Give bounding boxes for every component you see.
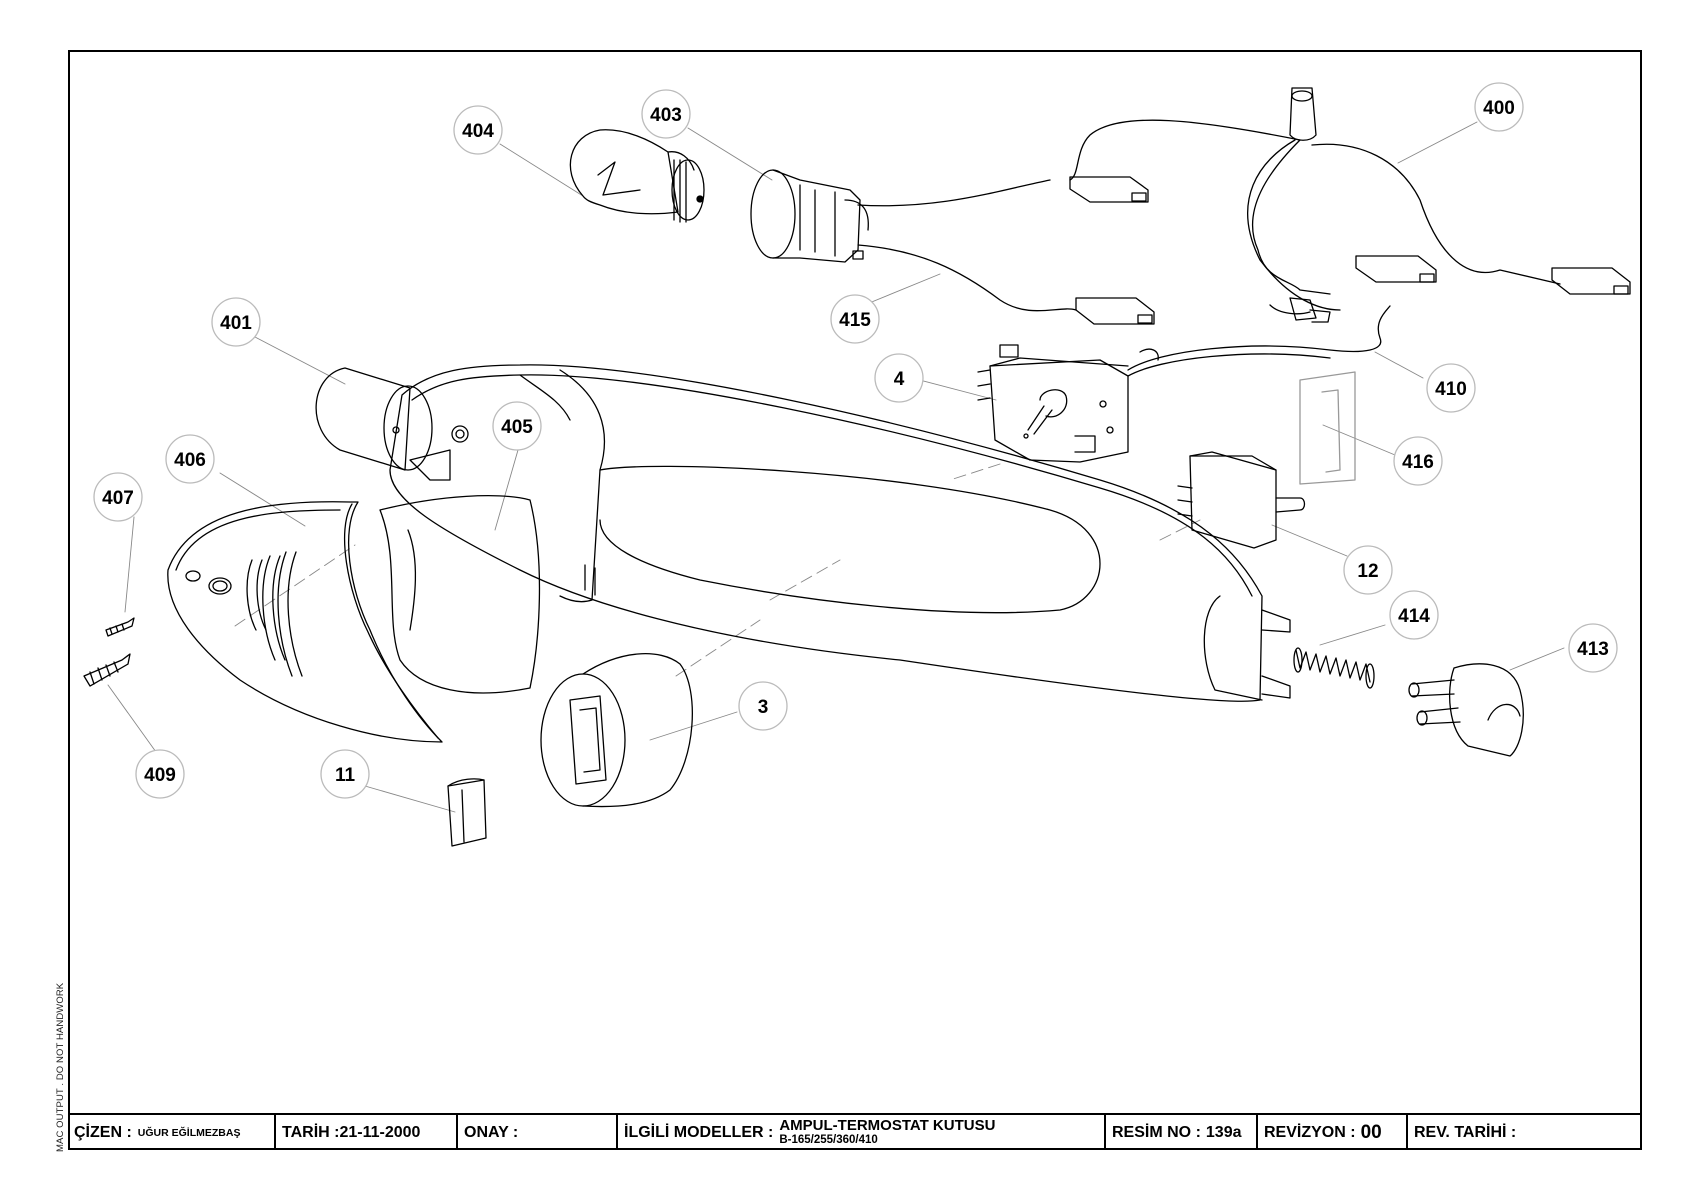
rev-date-label: REV. TARİHİ : xyxy=(1414,1123,1517,1141)
callout-404: 404 xyxy=(453,105,503,155)
wire-harness-400 xyxy=(857,87,1631,325)
date-value: 21-11-2000 xyxy=(339,1123,421,1141)
callout-414: 414 xyxy=(1389,590,1439,640)
revision-label: REVİZYON : xyxy=(1264,1123,1356,1141)
screw-407 xyxy=(105,617,135,637)
drawn-by-cell: ÇİZEN : UĞUR EĞİLMEZBAŞ xyxy=(68,1115,276,1150)
front-cover-406 xyxy=(167,501,443,743)
svg-text:407: 407 xyxy=(102,488,134,509)
callout-406: 406 xyxy=(165,434,215,484)
callout-4: 4 xyxy=(874,353,924,403)
svg-text:404: 404 xyxy=(462,121,494,142)
approval-label: ONAY : xyxy=(464,1123,519,1141)
svg-text:403: 403 xyxy=(650,105,682,126)
callout-413: 413 xyxy=(1568,623,1618,673)
svg-text:413: 413 xyxy=(1577,639,1609,660)
callout-409: 409 xyxy=(135,749,185,799)
socket-403 xyxy=(750,169,869,263)
lens-413 xyxy=(1408,663,1524,757)
models-cell: İLGİLİ MODELLER : AMPUL-TERMOSTAT KUTUSU… xyxy=(618,1115,1106,1150)
drawn-by-value: UĞUR EĞİLMEZBAŞ xyxy=(137,1126,241,1139)
svg-text:415: 415 xyxy=(839,310,871,331)
button-11 xyxy=(447,778,487,847)
drawing-no-cell: RESİM NO : 139a xyxy=(1106,1115,1258,1150)
callout-12: 12 xyxy=(1343,545,1393,595)
callout-11: 11 xyxy=(320,749,370,799)
spring-414 xyxy=(1293,647,1375,689)
revision-cell: REVİZYON : 00 xyxy=(1258,1115,1408,1150)
models-label: İLGİLİ MODELLER : xyxy=(624,1123,774,1141)
svg-text:12: 12 xyxy=(1357,561,1378,582)
svg-text:414: 414 xyxy=(1398,606,1430,627)
svg-text:401: 401 xyxy=(220,313,252,334)
date-cell: TARİH : 21-11-2000 xyxy=(276,1115,458,1150)
drawing-no-label: RESİM NO : xyxy=(1112,1123,1201,1141)
lamp-cover-401 xyxy=(315,367,433,471)
callout-400: 400 xyxy=(1474,82,1524,132)
svg-text:3: 3 xyxy=(758,697,769,718)
rev-date-cell: REV. TARİHİ : xyxy=(1408,1115,1642,1150)
callout-3: 3 xyxy=(738,681,788,731)
drawing-frame xyxy=(68,50,1642,1150)
callout-405: 405 xyxy=(492,401,542,451)
capillary-410 xyxy=(1127,305,1391,377)
thermostat-4 xyxy=(977,344,1129,463)
callouts: 404 403 400 401 415 4 410 406 405 407 41… xyxy=(93,82,1618,799)
svg-text:11: 11 xyxy=(335,765,356,786)
callout-416: 416 xyxy=(1393,436,1443,486)
svg-text:406: 406 xyxy=(174,450,206,471)
callout-403: 403 xyxy=(641,89,691,139)
approval-cell: ONAY : xyxy=(458,1115,618,1150)
svg-text:409: 409 xyxy=(144,765,176,786)
side-note: MAC OUTPUT . DO NOT HANDWORK xyxy=(55,982,66,1152)
part-title: AMPUL-TERMOSTAT KUTUSU xyxy=(779,1116,996,1134)
diffuser-405 xyxy=(379,495,541,694)
svg-text:405: 405 xyxy=(501,417,533,438)
switch-12 xyxy=(1177,451,1306,549)
knob-3 xyxy=(540,653,693,808)
drawing-no-value: 139a xyxy=(1205,1123,1242,1141)
title-block: ÇİZEN : UĞUR EĞİLMEZBAŞ TARİH : 21-11-20… xyxy=(68,1113,1642,1150)
bulb-404 xyxy=(569,129,705,223)
callout-415: 415 xyxy=(830,294,880,344)
date-label: TARİH : xyxy=(282,1123,340,1141)
screw-409 xyxy=(83,653,131,687)
svg-text:416: 416 xyxy=(1402,452,1434,473)
svg-text:400: 400 xyxy=(1483,98,1515,119)
svg-text:4: 4 xyxy=(894,369,905,390)
models-list: B-165/255/360/410 xyxy=(779,1133,878,1146)
drawn-by-label: ÇİZEN : xyxy=(74,1123,132,1141)
models-text: AMPUL-TERMOSTAT KUTUSU B-165/255/360/410 xyxy=(779,1116,996,1147)
revision-value: 00 xyxy=(1360,1121,1382,1143)
callout-410: 410 xyxy=(1426,363,1476,413)
callout-407: 407 xyxy=(93,472,143,522)
svg-text:410: 410 xyxy=(1435,379,1467,400)
callout-401: 401 xyxy=(211,297,261,347)
insulation-416 xyxy=(1299,371,1356,485)
